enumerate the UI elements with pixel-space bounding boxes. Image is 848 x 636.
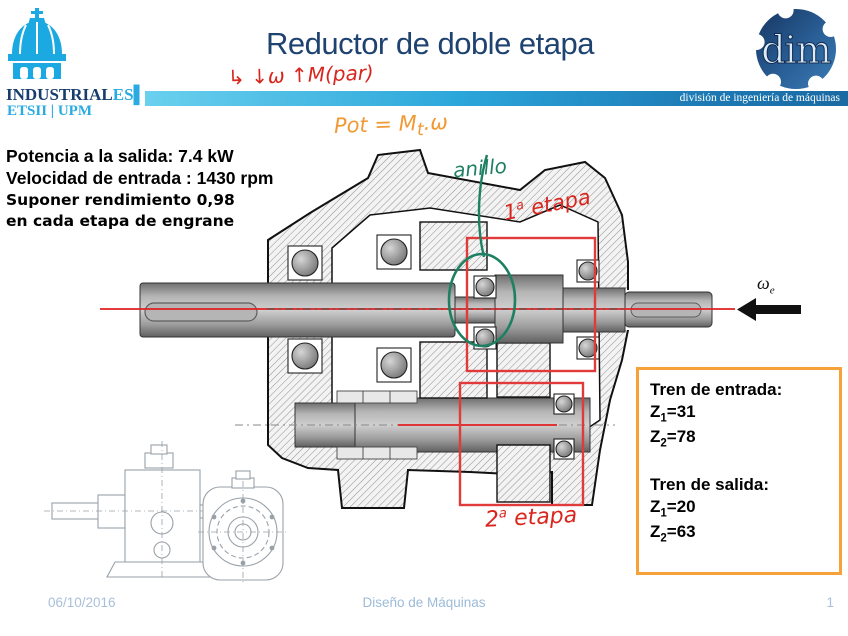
salida-z2: Z2=63 bbox=[650, 522, 696, 545]
course-name: Diseño de Máquinas bbox=[362, 595, 486, 610]
page-title: Reductor de doble etapa bbox=[265, 26, 595, 61]
omega-input-label: ωe bbox=[757, 273, 775, 297]
speed-line: Velocidad de entrada : 1430 rpm bbox=[6, 167, 274, 188]
stage1-red-box bbox=[465, 236, 597, 373]
salida-z1: Z1=20 bbox=[650, 496, 696, 520]
omega-input-arrow bbox=[737, 298, 801, 321]
anillo-pointer-line bbox=[477, 154, 489, 258]
slide-date: 06/10/2016 bbox=[48, 595, 116, 610]
etsii-upm-label: ETSII | UPM bbox=[7, 103, 92, 119]
tren-salida-title: Tren de salida: bbox=[650, 474, 770, 494]
efficiency-line: Suponer rendimiento 0,98 bbox=[6, 190, 235, 209]
gearbox-cross-section-drawing bbox=[44, 148, 801, 585]
page-number: 1 bbox=[826, 595, 834, 610]
industriales-wordmark: INDUSTRIALES▌ bbox=[6, 85, 146, 105]
roller-bearing bbox=[336, 390, 418, 460]
wordmark-industrial: INDUSTRIAL bbox=[6, 85, 113, 104]
anillo-label: anillo bbox=[452, 153, 508, 183]
etsii-dome-logo bbox=[8, 8, 66, 79]
anillo-green-circle bbox=[447, 252, 517, 348]
stage2-red-box bbox=[458, 381, 585, 507]
stage2-label: 2a etapa bbox=[484, 502, 578, 533]
dim-logo: dim bbox=[752, 7, 839, 91]
shaft-spigot bbox=[454, 296, 496, 324]
tren-entrada-title: Tren de entrada: bbox=[650, 380, 783, 399]
division-banner: división de ingeniería de máquinas bbox=[145, 91, 848, 106]
entrada-z2: Z2=78 bbox=[650, 427, 696, 450]
problem-statement: Potencia a la salida: 7.4 kW Velocidad d… bbox=[6, 146, 273, 233]
output-shaft-keyway bbox=[144, 302, 258, 322]
stage-line: en cada etapa de engrane bbox=[6, 212, 235, 231]
gear-sections bbox=[419, 221, 551, 503]
wordmark-es: ES bbox=[112, 85, 134, 104]
handwritten-power-formula: Pot = Mt.ω bbox=[333, 110, 449, 141]
handwritten-note-torque: ↳ ↓ω ↑M(par) bbox=[227, 60, 375, 90]
gearbox-exterior-front-view bbox=[198, 470, 288, 585]
dim-logo-text: dim bbox=[761, 28, 831, 72]
input-shaft-keyway bbox=[630, 302, 702, 318]
ball-bearings bbox=[287, 234, 600, 460]
entrada-z1: Z1=31 bbox=[650, 402, 696, 425]
wordmark-cursor: ▌ bbox=[133, 85, 146, 104]
gear-teeth-box: Tren de entrada: Z1=31 Z2=78 Tren de sal… bbox=[636, 367, 842, 575]
power-line: Potencia a la salida: 7.4 kW bbox=[6, 146, 234, 166]
